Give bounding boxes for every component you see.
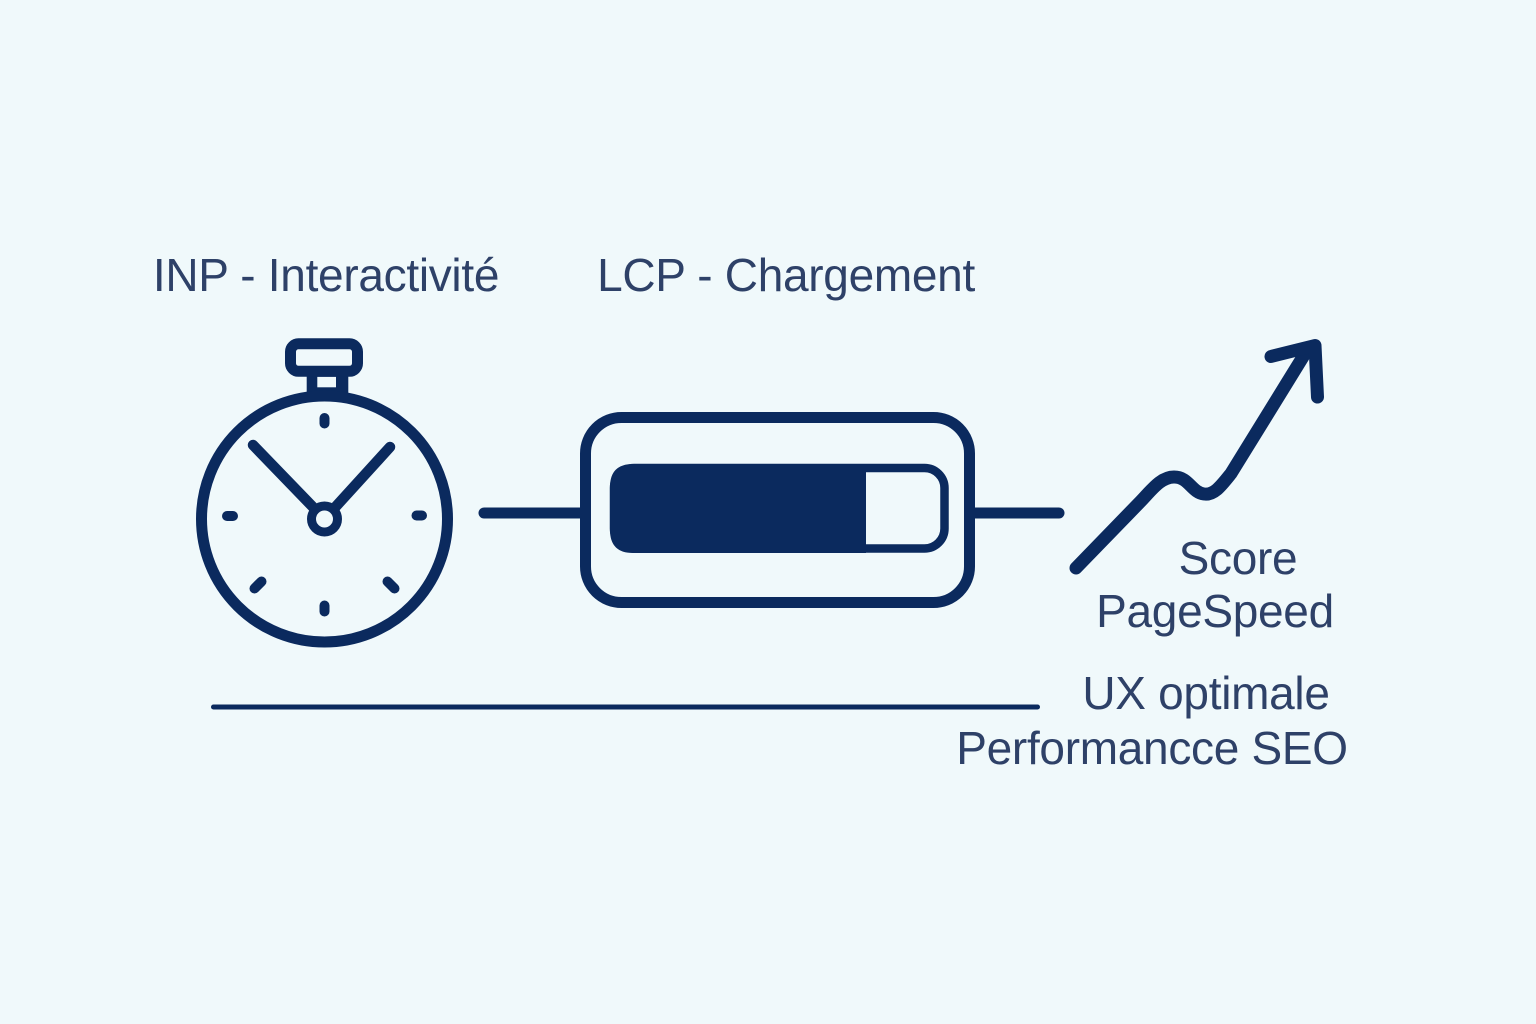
stopwatch-crown xyxy=(285,338,363,377)
trend-arrow-head xyxy=(1264,339,1324,404)
stopwatch-icon xyxy=(196,338,453,648)
score-label-line1: Score xyxy=(1178,532,1298,584)
clock-tick xyxy=(382,576,400,594)
inp-label: INP - Interactivité xyxy=(152,249,500,301)
trend-arrow-icon xyxy=(1069,339,1324,575)
outcome-label-line2: Performancce SEO xyxy=(956,722,1348,774)
stopwatch-stem-notch xyxy=(317,376,336,388)
clock-center-pivot xyxy=(307,501,342,537)
outcome-label-line1: UX optimale xyxy=(1082,667,1330,719)
progress-bar-fill xyxy=(610,464,866,553)
lcp-label: LCP - Chargement xyxy=(597,249,975,301)
stopwatch-body xyxy=(196,390,453,648)
clock-tick xyxy=(249,576,267,594)
progress-bar-icon xyxy=(580,412,975,608)
score-label-line2: PageSpeed xyxy=(1096,585,1334,637)
trend-arrow-shaft xyxy=(1069,345,1313,575)
